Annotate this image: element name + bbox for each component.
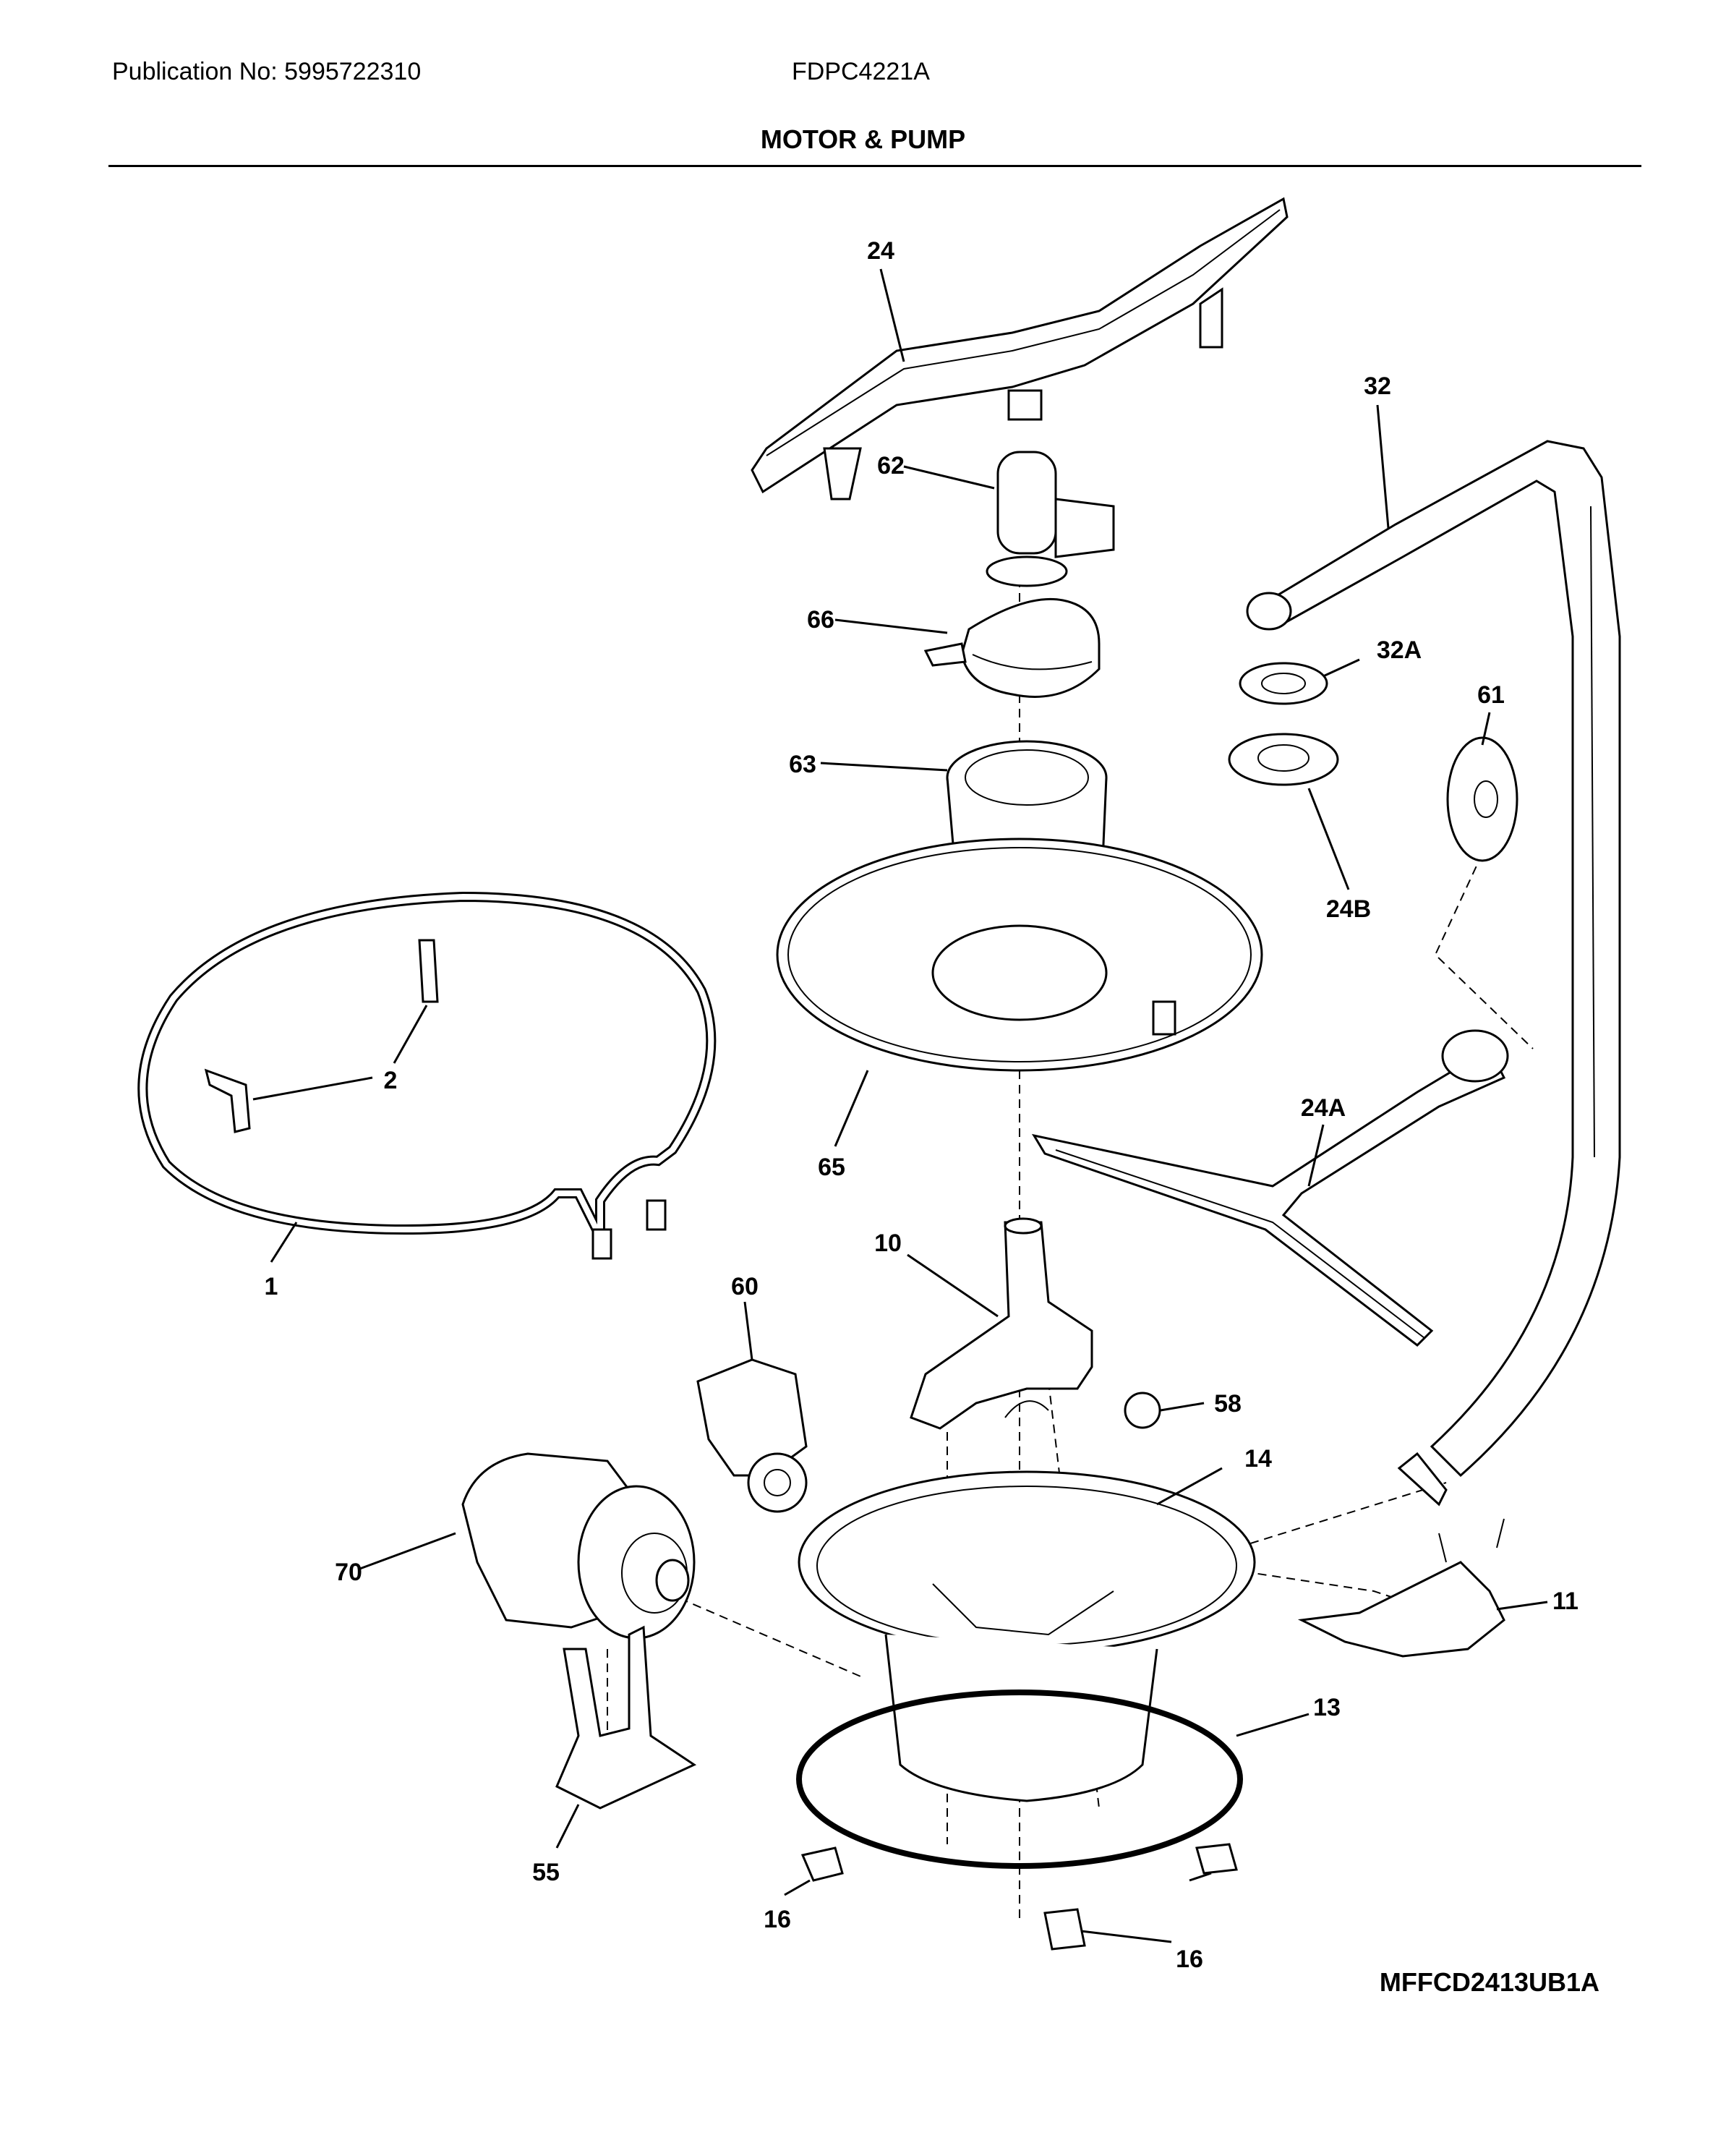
callout-32: 32 — [1364, 372, 1391, 400]
sump-cover — [910, 1217, 1093, 1430]
motor-bracket — [555, 1625, 697, 1810]
callout-24B: 24B — [1326, 895, 1371, 923]
callout-62: 62 — [877, 452, 905, 480]
callout-65: 65 — [818, 1154, 845, 1181]
heating-element — [137, 891, 717, 1260]
callout-60: 60 — [731, 1273, 759, 1300]
heater-shield — [1297, 1518, 1505, 1658]
circulation-motor — [461, 1452, 696, 1640]
header-rule — [108, 165, 1641, 167]
callout-1: 1 — [265, 1273, 278, 1300]
washer — [1239, 662, 1328, 705]
callout-16-left: 16 — [764, 1906, 791, 1933]
callout-13: 13 — [1313, 1694, 1341, 1721]
callout-2: 2 — [384, 1067, 398, 1094]
callout-24: 24 — [867, 237, 894, 265]
spray-arm-manifold — [986, 451, 1115, 587]
callout-63: 63 — [789, 751, 816, 778]
bearing-ring — [1228, 733, 1339, 786]
callout-70: 70 — [335, 1559, 362, 1586]
callout-11: 11 — [1552, 1588, 1578, 1615]
filter-plate — [776, 838, 1263, 1072]
upper-spray-arm — [751, 197, 1289, 500]
callout-24A: 24A — [1301, 1094, 1346, 1122]
dash-line-70 — [607, 1598, 865, 1786]
callout-16-right: 16 — [1176, 1946, 1203, 1973]
lower-spray-arm — [1031, 1029, 1509, 1347]
leader-lines — [252, 268, 1548, 1943]
check-ball — [1124, 1392, 1161, 1429]
callout-10: 10 — [874, 1230, 902, 1257]
model-number: FDPC4221A — [792, 58, 930, 85]
dash-line-61 — [1434, 853, 1534, 1049]
sump-housing — [798, 1470, 1256, 1802]
callout-61: 61 — [1477, 681, 1505, 709]
publication-number: Publication No: 5995722310 — [112, 58, 422, 85]
pressure-sensor — [696, 1358, 808, 1513]
leveling-feet — [800, 1843, 1238, 1951]
callout-32A: 32A — [1377, 636, 1422, 664]
tube-seal — [1446, 736, 1518, 862]
filter-ring — [923, 597, 1101, 698]
callout-58: 58 — [1214, 1390, 1242, 1418]
section-title: MOTOR & PUMP — [760, 124, 966, 154]
diagram-code: MFFCD2413UB1A — [1379, 1967, 1599, 1997]
feed-tube — [1246, 440, 1621, 1507]
element-clips — [204, 939, 439, 1133]
sump-gasket — [796, 1690, 1243, 1869]
callout-55: 55 — [532, 1859, 560, 1886]
callout-66: 66 — [807, 606, 834, 634]
callout-14: 14 — [1244, 1445, 1272, 1473]
